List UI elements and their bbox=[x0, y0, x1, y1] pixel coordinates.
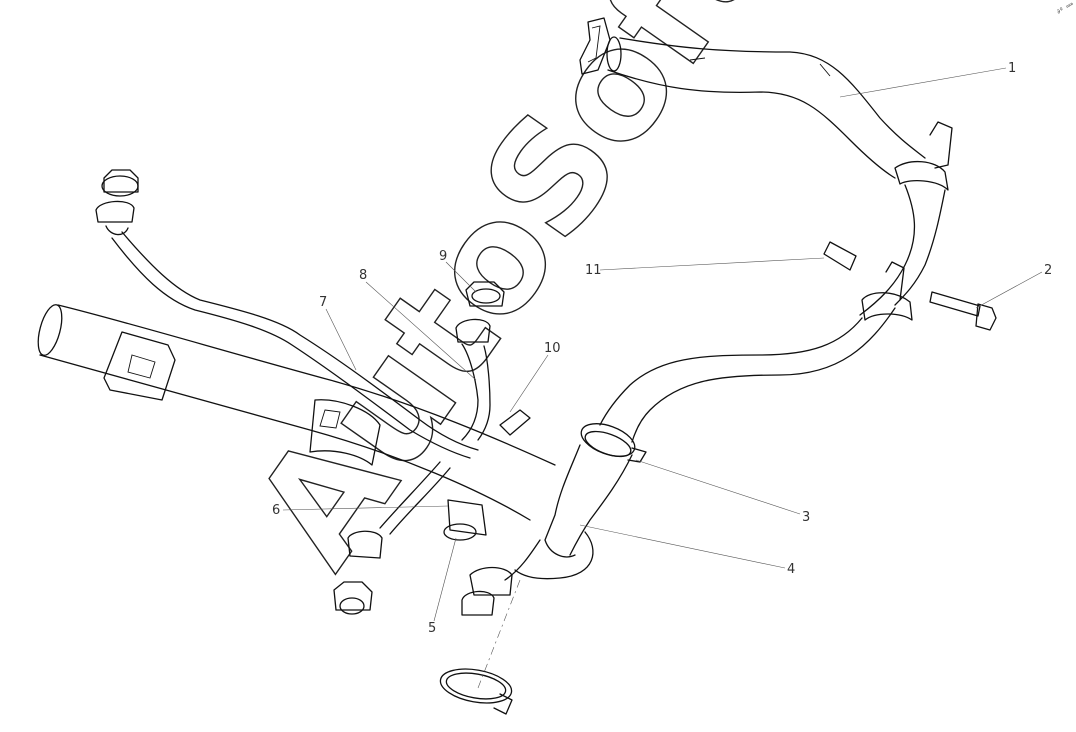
watermark: AutoSoft. bbox=[222, 0, 825, 596]
callout-2: 2 bbox=[1044, 263, 1052, 278]
callout-3: 3 bbox=[802, 510, 810, 525]
lower-bracket bbox=[823, 241, 913, 321]
leader-lines bbox=[282, 67, 1043, 622]
callout-8: 8 bbox=[359, 268, 367, 283]
connector-upper bbox=[455, 281, 531, 441]
callout-1: 1 bbox=[1008, 61, 1016, 76]
corner-mark: ∂º ∞∞ bbox=[1056, 0, 1075, 15]
thin-tube bbox=[95, 169, 479, 459]
callout-6: 6 bbox=[272, 503, 280, 518]
upper-hose bbox=[579, 17, 953, 316]
main-hose-left bbox=[37, 304, 556, 521]
callout-9: 9 bbox=[439, 249, 447, 264]
callout-7: 7 bbox=[319, 295, 327, 310]
bolt bbox=[929, 291, 997, 331]
bottom-clamp bbox=[439, 668, 513, 715]
callout-4: 4 bbox=[787, 562, 795, 577]
callout-5: 5 bbox=[428, 621, 436, 636]
callout-11: 11 bbox=[585, 263, 602, 278]
main-hose-right bbox=[544, 307, 896, 558]
assembly-axis bbox=[477, 579, 521, 689]
lower-elbow bbox=[443, 499, 594, 616]
lower-tube bbox=[333, 461, 451, 615]
callout-10: 10 bbox=[544, 341, 561, 356]
